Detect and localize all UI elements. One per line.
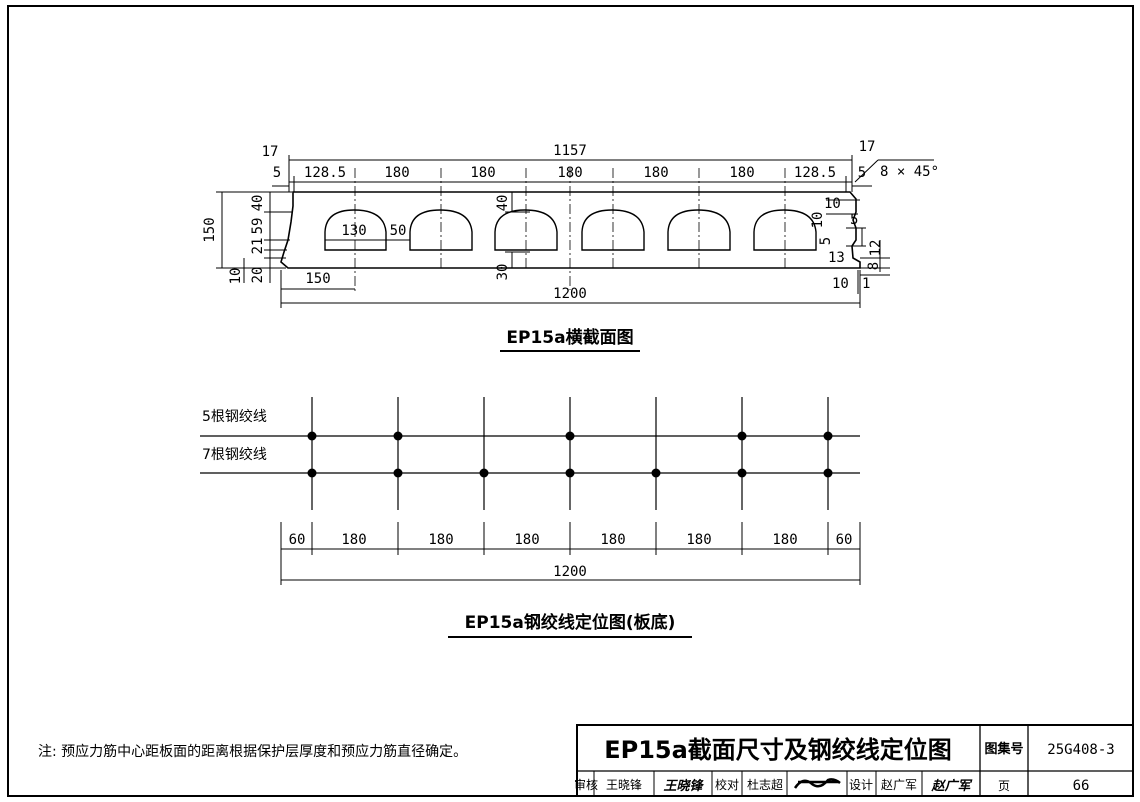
strand-spacing: 180 — [686, 532, 711, 548]
dim-hole-bottom: 30 — [495, 264, 511, 281]
dim-right-note: 5 — [850, 212, 858, 228]
design-label: 设计 — [849, 778, 873, 792]
hole-dimension-lines — [325, 192, 530, 268]
dim-segment: 180 — [557, 165, 582, 181]
strand-point — [307, 468, 317, 478]
strand-caption: EP15a钢绞线定位图(板底) — [465, 612, 676, 633]
strand-spacing: 60 — [289, 532, 306, 548]
strand-spacing: 180 — [600, 532, 625, 548]
dim-height-part: 40 — [250, 195, 266, 212]
dim-height-part: 59 — [250, 218, 266, 235]
strand-dimension-lines — [280, 522, 861, 585]
section-dimension-labels: 1157 128.5 180 180 180 180 180 128.5 17 … — [202, 139, 939, 302]
dim-right-note: 10 — [832, 276, 849, 292]
strand-spacing: 60 — [836, 532, 853, 548]
bottom-dimension-lines — [280, 270, 861, 308]
dim-small: 17 — [859, 139, 876, 155]
drawing-title: EP15a截面尺寸及钢绞线定位图 — [604, 736, 952, 764]
reviewer-name: 王晓锋 — [606, 778, 642, 792]
dim-right-note: 12 — [868, 240, 884, 257]
strand-grid-lines — [311, 397, 829, 510]
dim-segment: 180 — [729, 165, 754, 181]
strand-spacing: 180 — [772, 532, 797, 548]
strand-point — [307, 431, 317, 441]
strand-spacing: 180 — [341, 532, 366, 548]
strand-point — [393, 468, 403, 478]
page-label: 页 — [998, 779, 1010, 793]
hollow-core — [753, 209, 817, 251]
dim-right-note: 10 — [824, 196, 841, 212]
strand-spacing: 180 — [428, 532, 453, 548]
dim-hole-width: 130 — [341, 223, 366, 239]
reviewer-signature: 王晓锋 — [663, 778, 704, 794]
dim-small: 17 — [262, 144, 279, 160]
hollow-core — [409, 209, 473, 251]
slab-outline — [280, 191, 861, 269]
strand-point — [737, 468, 747, 478]
designer-name: 赵广军 — [881, 778, 917, 792]
strand-point — [479, 468, 489, 478]
center-lines — [354, 168, 786, 294]
title-block — [576, 724, 1134, 797]
strand-spacing: 180 — [514, 532, 539, 548]
dim-overall-bottom: 1200 — [553, 286, 587, 302]
hollow-core — [581, 209, 645, 251]
dim-hole-top: 40 — [495, 195, 511, 212]
dim-right-note: 10 — [810, 212, 826, 229]
atlas-label: 图集号 — [984, 741, 1023, 757]
dim-height-part: 10 — [228, 268, 244, 285]
section-caption: EP15a横截面图 — [506, 327, 633, 348]
dim-small: 5 — [273, 165, 281, 181]
hollow-core — [667, 209, 731, 251]
hollow-core — [324, 209, 387, 251]
dim-right-note: 8 — [866, 262, 882, 270]
dim-bottom-left: 150 — [305, 271, 330, 287]
chamfer-label: 8 × 45° — [880, 164, 939, 180]
general-note: 注: 预应力筋中心距板面的距离根据保护层厚度和预应力筋直径确定。 — [38, 743, 467, 760]
right-dimension-lines — [826, 199, 890, 294]
designer-signature: 赵广军 — [930, 778, 972, 794]
dim-segment: 180 — [470, 165, 495, 181]
hollow-core — [494, 209, 558, 251]
strand-point — [393, 431, 403, 441]
strand-point — [737, 431, 747, 441]
dim-height-part: 20 — [250, 267, 266, 284]
strand-point — [565, 431, 575, 441]
checker-signature — [793, 778, 841, 789]
check-label: 校对 — [715, 777, 739, 792]
dim-small: 5 — [858, 165, 866, 181]
dim-height-total: 150 — [202, 217, 218, 242]
dim-hole-gap: 50 — [390, 223, 407, 239]
review-label: 审核 — [574, 777, 598, 792]
page-number: 66 — [1073, 778, 1090, 794]
checker-name: 杜志超 — [747, 777, 783, 792]
dim-right-note: 13 — [828, 250, 845, 266]
dim-right-note: 1 — [862, 276, 870, 292]
strand-point — [823, 431, 833, 441]
strand-points — [307, 431, 833, 478]
hollow-cores — [324, 209, 817, 251]
dim-segment: 128.5 — [794, 165, 836, 181]
strand-row-label: 7根钢绞线 — [202, 446, 267, 463]
dim-segment: 180 — [384, 165, 409, 181]
strand-overall: 1200 — [553, 564, 587, 580]
dim-overall-top: 1157 — [553, 143, 587, 159]
strand-point — [823, 468, 833, 478]
left-dimension-lines — [216, 191, 292, 283]
sheet-border — [7, 5, 1134, 797]
dim-height-part: 21 — [250, 238, 266, 255]
cross-section-drawing — [216, 155, 934, 308]
dim-right-note: 5 — [818, 237, 834, 245]
strand-row-label: 5根钢绞线 — [202, 408, 267, 425]
atlas-number: 25G408-3 — [1047, 742, 1114, 758]
dim-segment: 128.5 — [304, 165, 346, 181]
dim-segment: 180 — [643, 165, 668, 181]
top-dimension-lines — [272, 155, 934, 192]
strand-layout-drawing — [200, 397, 860, 510]
strand-point — [565, 468, 575, 478]
strand-point — [651, 468, 661, 478]
strand-dimension-labels: 60 180 180 180 180 180 180 60 1200 — [289, 532, 853, 580]
